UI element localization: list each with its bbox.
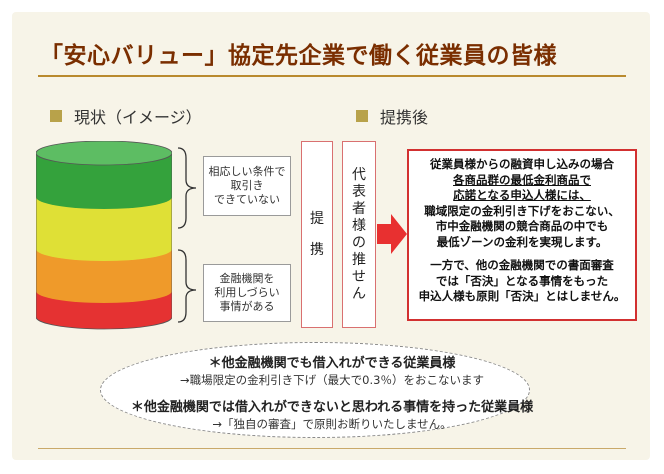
cylinder-segment-yellow	[36, 197, 172, 261]
cylinder-top	[36, 141, 172, 165]
section-after: 提携後	[356, 104, 428, 128]
teikei-box: 提 携	[301, 141, 333, 328]
page-title: 「安心バリュー」協定先企業で働く従業員の皆様	[40, 43, 557, 69]
note-2-heading: ＊他金融機関では借入れができないと思われる事情を持った従業員様	[130, 400, 534, 415]
current-heading: 現状（イメージ）	[74, 108, 202, 127]
square-bullet-icon	[50, 110, 62, 122]
cylinder-segment-green	[36, 153, 172, 209]
stacked-cylinder	[36, 141, 172, 330]
note-1-text: →職場限定の金利引き下げ（最大で0.3％）をおこないます	[180, 373, 484, 387]
square-bullet-icon	[356, 110, 368, 122]
note-1-heading: ＊他金融機関でも借入れができる従業員様	[208, 356, 456, 371]
cylinder-segment-orange	[36, 249, 172, 303]
brace-top-icon	[177, 147, 197, 229]
section-current: 現状（イメージ）	[50, 104, 202, 128]
after-heading: 提携後	[380, 108, 429, 127]
notes-oval	[100, 342, 530, 438]
result-box: 従業員様からの融資申し込みの場合 各商品群の最低金利商品で 応諾となる申込人様に…	[407, 149, 637, 321]
right-arrow-icon	[377, 214, 407, 254]
bottom-divider	[38, 448, 626, 449]
brace-bottom-icon	[177, 249, 197, 323]
condition-box-bottom: 金融機関を 利用しづらい 事情がある	[203, 264, 291, 322]
note-2-text: →「独自の審査」で原則お断りいたしません。	[212, 417, 452, 431]
condition-box-top: 相応しい条件で 取引き できていない	[203, 156, 291, 216]
brace-group	[177, 147, 197, 323]
suisen-box: 代 表 者 様 の 推 せ ん	[342, 141, 376, 328]
title-underline	[38, 75, 626, 77]
